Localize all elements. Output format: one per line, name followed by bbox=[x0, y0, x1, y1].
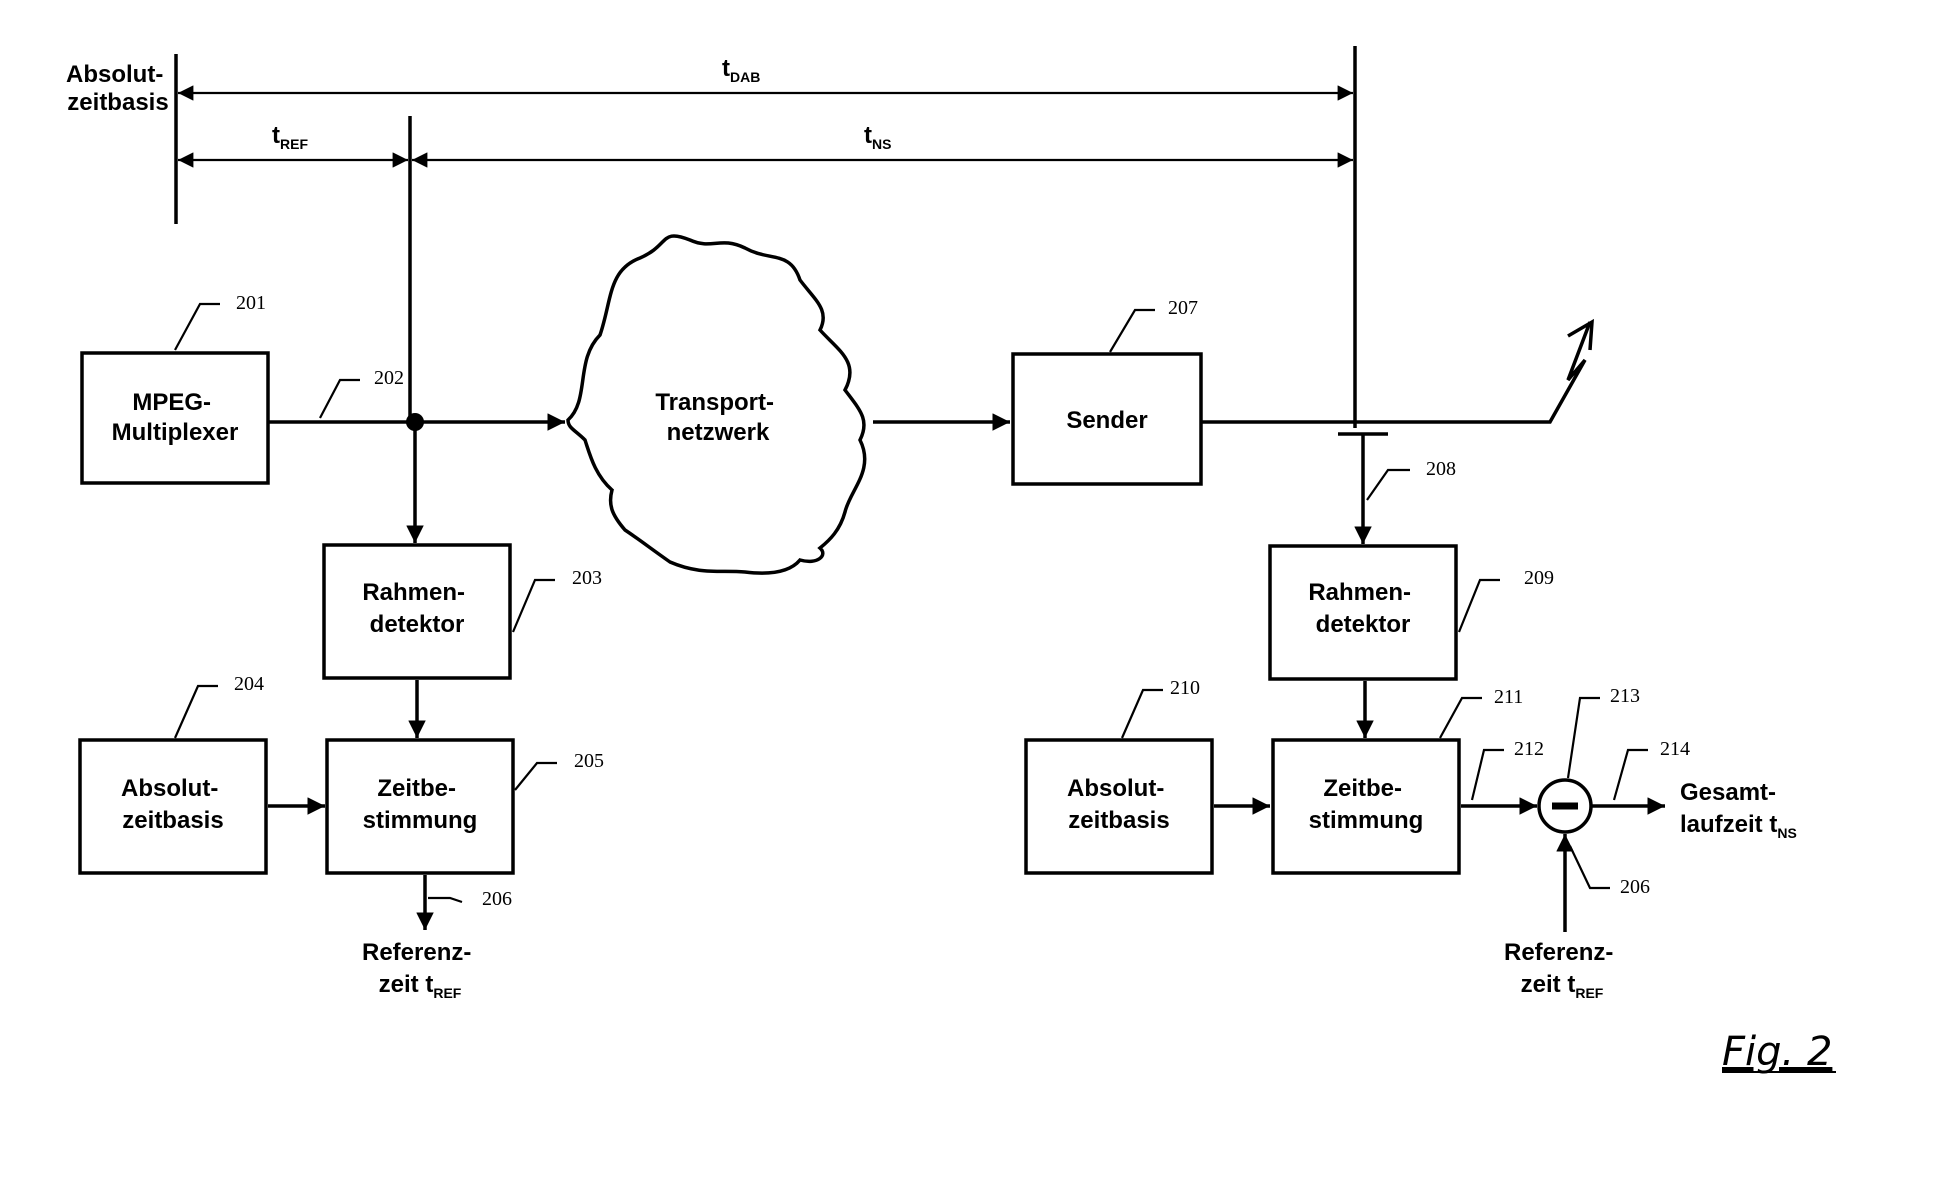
ref-210: 210 bbox=[1170, 677, 1200, 699]
total-delay-output: Gesamt- laufzeit tNS bbox=[1680, 779, 1797, 841]
t-ref-label: tREF bbox=[272, 122, 308, 152]
svg-text:212: 212 bbox=[1514, 738, 1544, 760]
ref-209: 209 bbox=[1524, 567, 1554, 589]
ref-201: 201 bbox=[236, 292, 266, 314]
svg-text:Transport- netzwerk: Transport- netzwerk bbox=[655, 389, 780, 446]
ref-207: 207 bbox=[1168, 297, 1198, 319]
signal-path bbox=[268, 322, 1592, 544]
svg-text:Sender: Sender bbox=[1066, 407, 1147, 434]
svg-text:Gesamt- laufzeit tNS: Gesamt- laufzeit tNS bbox=[1680, 779, 1797, 841]
absolute-time-base-right: Absolut- zeitbasis 210 bbox=[1026, 677, 1212, 873]
svg-text:Referenz- zeit tREF: Referenz- zeit tREF bbox=[362, 939, 478, 1001]
ref-206-right: 206 bbox=[1620, 876, 1650, 898]
svg-text:202: 202 bbox=[374, 367, 404, 389]
line-212-label: 212 bbox=[1472, 738, 1544, 800]
figure-label: Fig. 2 bbox=[1722, 1029, 1832, 1075]
line-214-label: 214 bbox=[1614, 738, 1690, 800]
svg-text:208: 208 bbox=[1426, 458, 1456, 480]
transport-network-cloud: Transport- netzwerk bbox=[568, 236, 865, 573]
ref-205: 205 bbox=[574, 750, 604, 772]
line-202-label: 202 bbox=[320, 367, 404, 418]
sender-block: Sender 207 bbox=[1013, 297, 1201, 484]
reference-time-output-left: 206 Referenz- zeit tREF bbox=[362, 888, 512, 1001]
frame-detector-left: Rahmen- detektor 203 bbox=[324, 545, 602, 678]
ref-206-left: 206 bbox=[482, 888, 512, 910]
line-208-label: 208 bbox=[1367, 458, 1456, 500]
time-determination-right: Zeitbe- stimmung 211 bbox=[1273, 686, 1523, 873]
time-determination-left: Zeitbe- stimmung 205 bbox=[327, 740, 604, 873]
frame-detector-right: Rahmen- detektor 209 bbox=[1270, 546, 1554, 679]
svg-text:Referenz- zeit tREF: Referenz- zeit tREF bbox=[1504, 939, 1620, 1001]
ref-203: 203 bbox=[572, 567, 602, 589]
mpeg-multiplexer-block: MPEG- Multiplexer 201 bbox=[82, 292, 268, 483]
ref-213: 213 bbox=[1610, 685, 1640, 707]
ref-211: 211 bbox=[1494, 686, 1523, 708]
absolute-time-label: Absolut- zeitbasis bbox=[66, 61, 170, 116]
t-dab-label: tDAB bbox=[722, 55, 760, 85]
t-ns-label: tNS bbox=[864, 122, 891, 152]
svg-text:214: 214 bbox=[1660, 738, 1690, 760]
reference-time-input-right: 206 Referenz- zeit tREF bbox=[1504, 846, 1650, 1001]
absolute-time-base-left: Absolut- zeitbasis 204 bbox=[80, 673, 266, 873]
ref-204: 204 bbox=[234, 673, 264, 695]
